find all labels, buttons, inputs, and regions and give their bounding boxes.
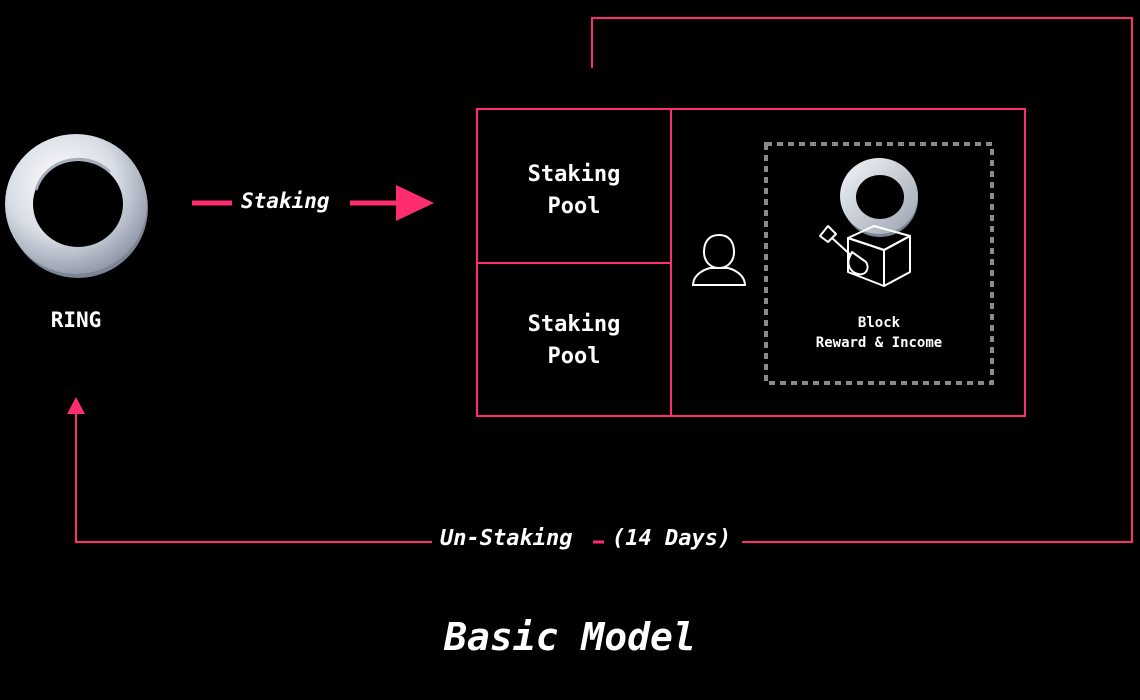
ring-label: RING xyxy=(50,308,102,332)
reward-label-line2: Reward & Income xyxy=(815,335,943,351)
pool-label-line1: Staking xyxy=(527,162,621,187)
diagram-title: Basic Model xyxy=(444,615,696,659)
shovel-icon xyxy=(819,225,869,276)
pool-label-line1: Staking xyxy=(527,312,621,337)
staking-pool: Staking Pool xyxy=(478,309,670,373)
unstaking-arrowhead xyxy=(67,397,85,414)
user-icon xyxy=(691,233,747,286)
reward-label: Block Reward & Income xyxy=(766,313,992,353)
pool-container xyxy=(476,108,1026,417)
ring-icon xyxy=(840,158,918,237)
staking-arrow xyxy=(192,185,434,221)
pool-label-line2: Pool xyxy=(547,194,601,219)
staking-label: Staking xyxy=(241,189,330,213)
ring-icon xyxy=(5,134,148,278)
pool-label-line2: Pool xyxy=(547,344,601,369)
reward-frame xyxy=(764,142,994,385)
unstaking-label: Un-Staking xyxy=(440,526,573,551)
unstaking-path xyxy=(75,17,1133,544)
reward-label-line1: Block xyxy=(857,315,901,331)
staking-pool: Staking Pool xyxy=(478,159,670,223)
unstaking-duration: (14 Days) xyxy=(612,526,732,551)
